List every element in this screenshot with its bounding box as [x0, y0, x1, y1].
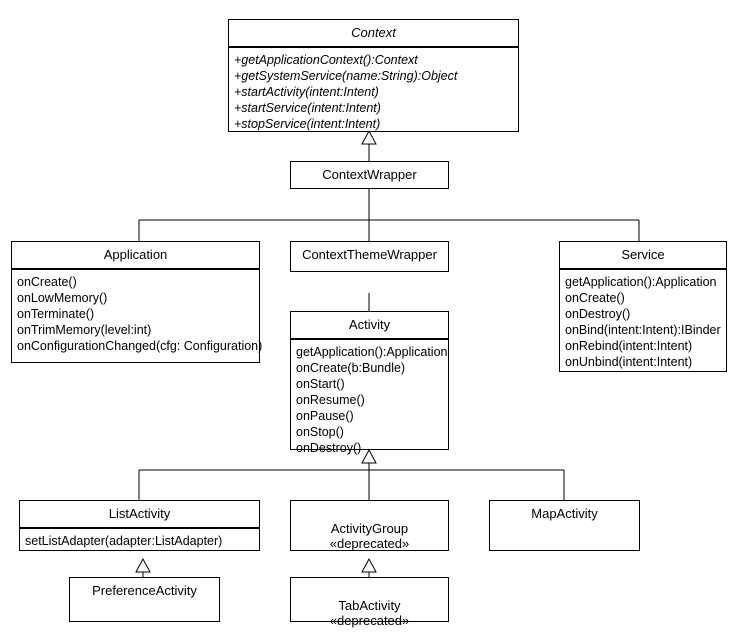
- class-name-preference-activity: PreferenceActivity: [92, 583, 197, 598]
- class-name-service: Service: [560, 242, 726, 269]
- class-name-activity: Activity: [291, 312, 448, 339]
- class-box-service[interactable]: Service getApplication():Application onC…: [559, 241, 727, 372]
- class-name-list-activity: ListActivity: [20, 501, 259, 528]
- member: onTerminate(): [17, 307, 95, 321]
- member: +getSystemService(name:String):Object: [234, 69, 458, 83]
- member: +getApplicationContext():Context: [234, 53, 418, 67]
- class-box-activity[interactable]: Activity getApplication():Application on…: [290, 311, 449, 455]
- class-name-tab-activity: TabActivity «deprecated»: [291, 578, 448, 640]
- member: onRebind(intent:Intent): [565, 339, 693, 353]
- class-box-list-activity[interactable]: ListActivity setListAdapter(adapter:List…: [19, 500, 260, 551]
- member: onDestroy(): [565, 307, 631, 321]
- class-box-application[interactable]: Application onCreate() onLowMemory() onT…: [11, 241, 263, 363]
- member: +stopService(intent:Intent): [234, 117, 381, 131]
- member: onPause(): [296, 409, 354, 423]
- member: +startActivity(intent:Intent): [234, 85, 379, 99]
- member: setListAdapter(adapter:ListAdapter): [25, 534, 223, 548]
- class-name-application: Application: [12, 242, 259, 269]
- class-box-context-wrapper[interactable]: ContextWrapper: [290, 161, 449, 189]
- class-box-context[interactable]: Context +getApplicationContext():Context…: [228, 19, 519, 132]
- member: onDestroy(): [296, 441, 362, 455]
- member: onStart(): [296, 377, 345, 391]
- class-box-map-activity[interactable]: MapActivity: [489, 500, 640, 551]
- member: onBind(intent:Intent):IBinder: [565, 323, 721, 337]
- member: onTrimMemory(level:int): [17, 323, 152, 337]
- class-box-preference-activity[interactable]: PreferenceActivity: [69, 577, 220, 622]
- class-members-application: onCreate() onLowMemory() onTerminate() o…: [12, 269, 263, 362]
- member: onUnbind(intent:Intent): [565, 355, 693, 369]
- member: getApplication():Application: [565, 275, 717, 289]
- class-name-context: Context: [229, 20, 518, 47]
- stereotype-deprecated: «deprecated»: [329, 536, 410, 551]
- member: onCreate(b:Bundle): [296, 361, 406, 375]
- member: onConfigurationChanged(cfg: Configuratio…: [17, 339, 263, 353]
- member: onStop(): [296, 425, 344, 439]
- class-name-context-theme-wrapper: ContextThemeWrapper: [302, 247, 437, 262]
- member: onCreate(): [565, 291, 625, 305]
- class-members-activity: getApplication():Application onCreate(b:…: [291, 339, 448, 461]
- class-name-map-activity: MapActivity: [531, 506, 598, 521]
- member: +startService(intent:Intent): [234, 101, 381, 115]
- member: onLowMemory(): [17, 291, 108, 305]
- class-name-activity-group: ActivityGroup «deprecated»: [291, 501, 448, 572]
- member: getApplication():Application: [296, 345, 448, 359]
- class-box-tab-activity[interactable]: TabActivity «deprecated»: [290, 577, 449, 628]
- class-members-context: +getApplicationContext():Context +getSys…: [229, 47, 518, 137]
- class-members-list-activity: setListAdapter(adapter:ListAdapter): [20, 528, 259, 554]
- class-name-context-wrapper: ContextWrapper: [322, 167, 417, 182]
- stereotype-deprecated: «deprecated»: [329, 613, 410, 628]
- class-box-activity-group[interactable]: ActivityGroup «deprecated»: [290, 500, 449, 551]
- class-name-text: TabActivity: [338, 598, 401, 613]
- member: onCreate(): [17, 275, 77, 289]
- member: onResume(): [296, 393, 365, 407]
- class-name-text: ActivityGroup: [330, 521, 409, 536]
- class-box-context-theme-wrapper[interactable]: ContextThemeWrapper: [290, 241, 449, 272]
- class-members-service: getApplication():Application onCreate() …: [560, 269, 726, 375]
